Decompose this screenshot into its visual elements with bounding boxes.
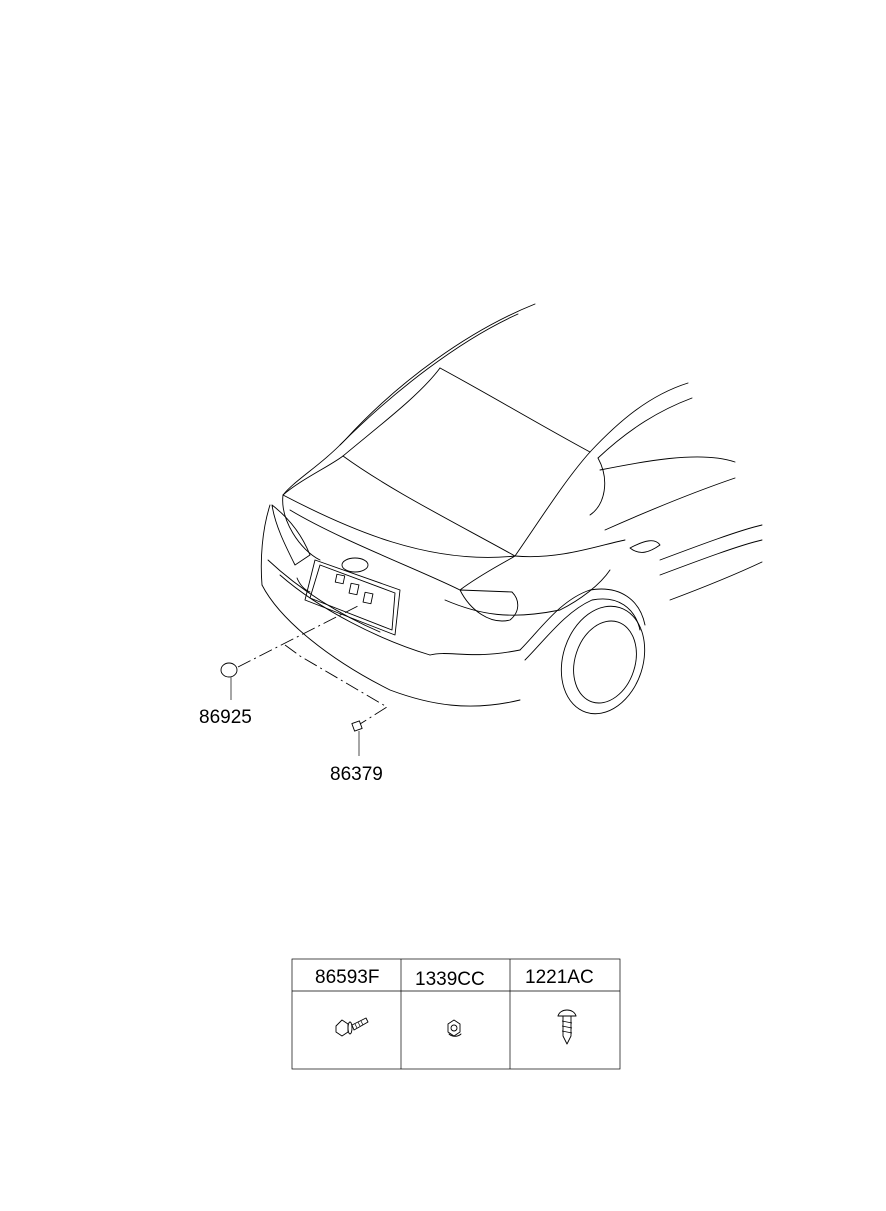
nut-icon <box>447 1019 462 1037</box>
flange-bolt-icon <box>335 1017 369 1037</box>
part-86379-pad-icon <box>351 720 363 756</box>
leader-line-86379 <box>284 644 388 725</box>
table-header-1339CC: 1339CC <box>415 969 485 990</box>
table-header-86593F: 86593F <box>315 967 379 988</box>
callout-86379: 86379 <box>330 764 383 785</box>
table-header-1221AC: 1221AC <box>525 967 594 988</box>
car-rear-illustration <box>260 303 763 715</box>
hardware-table: 86593F 1339CC 1221AC <box>291 958 621 1070</box>
callout-86925: 86925 <box>199 707 252 728</box>
leader-line-86925 <box>237 605 359 668</box>
tapping-screw-icon <box>557 1009 577 1045</box>
part-86925-cap-icon <box>220 662 238 700</box>
